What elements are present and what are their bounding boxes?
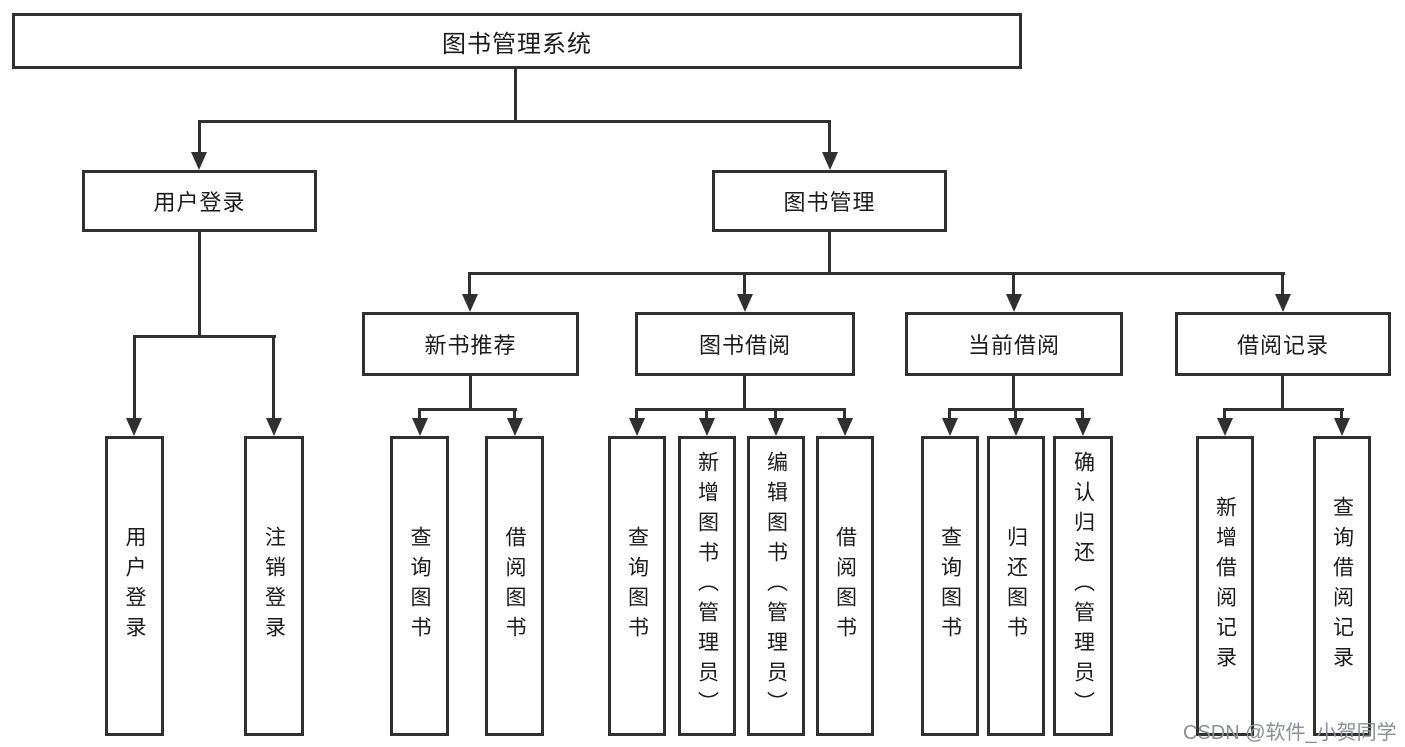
connector-drop-logout-leaf [272, 335, 275, 418]
connector-drop-bb-add [705, 408, 708, 419]
connector-drop-user-login [198, 120, 201, 152]
connector-book-mgmt-stem [828, 232, 831, 272]
arrowhead-down-icon [1217, 418, 1233, 436]
node-book-borrow: 图书借阅 [635, 312, 855, 376]
node-nb-query-book: 查询图书 [390, 436, 449, 736]
arrowhead-down-icon [1006, 294, 1022, 312]
connector-drop-book-mgmt [828, 120, 831, 152]
node-cb-query-book: 查询图书 [921, 436, 979, 736]
arrowhead-down-icon [462, 294, 478, 312]
node-br-add-record: 新增借阅记录 [1196, 436, 1254, 736]
arrowhead-down-icon [629, 418, 645, 436]
connector-drop-login-leaf [133, 335, 136, 418]
connector-drop-cb-query [948, 408, 951, 419]
arrowhead-down-icon [1008, 418, 1024, 436]
connector-drop-cb-return [1014, 408, 1017, 419]
node-br-query-record: 查询借阅记录 [1313, 436, 1371, 736]
node-bb-edit-book: 编辑图书（管理员） [747, 436, 805, 736]
arrowhead-down-icon [1334, 418, 1350, 436]
connector-drop-bb-edit [774, 408, 777, 419]
connector-drop-bb-query [635, 408, 638, 419]
connector-drop-bb-borrow [843, 408, 846, 419]
connector-root-stem [514, 69, 517, 120]
node-logout-leaf: 注销登录 [244, 436, 304, 736]
arrowhead-down-icon [507, 418, 523, 436]
node-nb-borrow-book: 借阅图书 [485, 436, 544, 736]
arrowhead-down-icon [768, 418, 784, 436]
csdn-watermark: CSDN @软件_小贺同学 [1183, 722, 1397, 744]
connector-drop-current-borrow [1012, 272, 1015, 294]
node-bb-query-book: 查询图书 [608, 436, 666, 736]
arrowhead-down-icon [126, 418, 142, 436]
connector-book-mgmt-rail [468, 272, 1285, 275]
arrowhead-down-icon [942, 418, 958, 436]
connector-level1-rail [198, 120, 831, 123]
node-current-borrow: 当前借阅 [905, 312, 1123, 376]
connector-borrow-record-stem [1281, 376, 1284, 408]
node-bb-add-book: 新增图书（管理员） [678, 436, 736, 736]
arrowhead-down-icon [837, 418, 853, 436]
connector-drop-nb-query [418, 408, 421, 419]
node-login-leaf: 用户登录 [105, 436, 164, 736]
arrowhead-down-icon [266, 418, 282, 436]
connector-user-login-rail [133, 335, 276, 338]
arrowhead-down-icon [1075, 418, 1091, 436]
connector-drop-cb-confirm [1081, 408, 1084, 419]
connector-borrow-record-rail [1223, 408, 1344, 411]
arrowhead-down-icon [191, 152, 207, 170]
node-bb-borrow-book: 借阅图书 [816, 436, 874, 736]
connector-drop-book-borrow [743, 272, 746, 294]
arrowhead-down-icon [1275, 294, 1291, 312]
connector-drop-borrow-record [1281, 272, 1284, 294]
arrowhead-down-icon [412, 418, 428, 436]
connector-new-book-stem [469, 376, 472, 408]
arrowhead-down-icon [699, 418, 715, 436]
arrowhead-down-icon [822, 152, 838, 170]
node-new-book-rec: 新书推荐 [362, 312, 579, 376]
connector-drop-br-query [1340, 408, 1343, 419]
node-root: 图书管理系统 [12, 13, 1022, 69]
connector-new-book-rail [418, 408, 517, 411]
connector-drop-nb-borrow [513, 408, 516, 419]
connector-drop-br-add [1223, 408, 1226, 419]
node-borrow-record: 借阅记录 [1175, 312, 1391, 376]
connector-drop-new-book [468, 272, 471, 294]
node-user-login: 用户登录 [82, 170, 317, 232]
arrowhead-down-icon [737, 294, 753, 312]
node-book-mgmt: 图书管理 [712, 170, 947, 232]
connector-current-borrow-stem [1012, 376, 1015, 408]
node-cb-confirm-return: 确认归还（管理员） [1053, 436, 1113, 736]
connector-book-borrow-rail [635, 408, 846, 411]
node-cb-return-book: 归还图书 [987, 436, 1045, 736]
connector-book-borrow-stem [743, 376, 746, 408]
connector-user-login-stem [198, 232, 201, 335]
